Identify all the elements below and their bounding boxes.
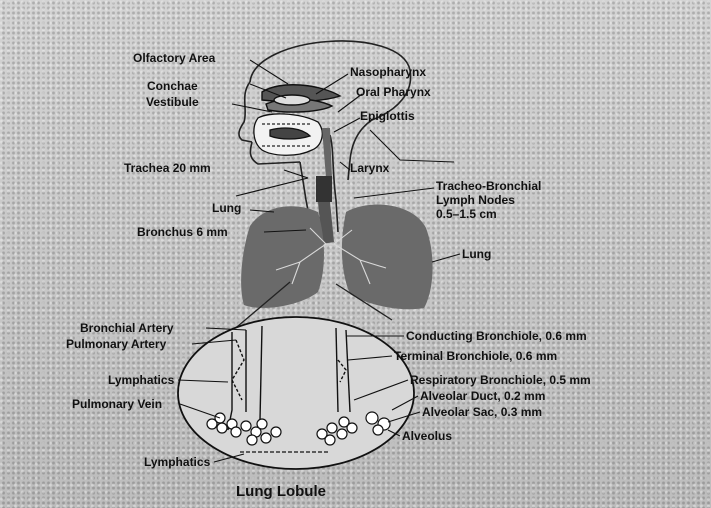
label-epiglottis: Epiglottis — [360, 109, 415, 123]
label-lung-right: Lung — [462, 247, 491, 261]
label-bronchus: Bronchus 6 mm — [137, 225, 228, 239]
label-lymphatics-2: Lymphatics — [144, 455, 211, 469]
label-olfactory-area: Olfactory Area — [133, 51, 216, 65]
label-larynx: Larynx — [350, 161, 390, 175]
nasal-cavity — [262, 85, 340, 112]
label-oral-pharynx: Oral Pharynx — [356, 85, 431, 99]
label-alveolar-duct: Alveolar Duct, 0.2 mm — [420, 389, 545, 403]
label-conchae: Conchae — [147, 79, 198, 93]
label-tracheo-bronchial: Tracheo-Bronchial — [436, 179, 541, 193]
label-pulmonary-vein: Pulmonary Vein — [72, 397, 162, 411]
label-trachea: Trachea 20 mm — [124, 161, 211, 175]
label-bronchial-artery: Bronchial Artery — [80, 321, 174, 335]
label-respiratory-bronchiole: Respiratory Bronchiole, 0.5 mm — [410, 373, 591, 387]
label-alveolar-sac: Alveolar Sac, 0.3 mm — [422, 405, 542, 419]
label-conducting-bronchiole: Conducting Bronchiole, 0.6 mm — [406, 329, 587, 343]
label-terminal-bronchiole: Terminal Bronchiole, 0.6 mm — [394, 349, 557, 363]
label-lung-left: Lung — [212, 201, 241, 215]
label-lymphatics-1: Lymphatics — [108, 373, 175, 387]
label-vestibule: Vestibule — [146, 95, 199, 109]
oral-cavity — [254, 114, 322, 155]
label-nasopharynx: Nasopharynx — [350, 65, 426, 79]
label-lymph-nodes: Lymph Nodes — [436, 193, 515, 207]
label-pulmonary-artery: Pulmonary Artery — [66, 337, 167, 351]
label-lymph-node-size: 0.5–1.5 cm — [436, 207, 497, 221]
label-lung-lobule: Lung Lobule — [236, 483, 326, 500]
lung-lobule — [178, 317, 414, 469]
label-alveolus: Alveolus — [402, 429, 452, 443]
